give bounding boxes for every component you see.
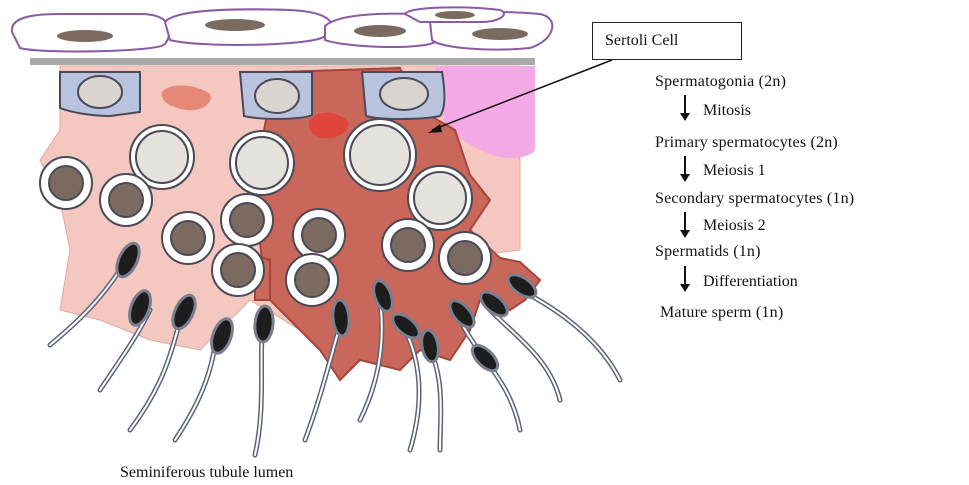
process-meiosis-1: Meiosis 1 <box>703 162 766 180</box>
stage-primary-spermatocytes: Primary spermatocytes (2n) <box>655 134 838 152</box>
stage-spermatogonia: Spermatogonia (2n) <box>655 73 786 91</box>
sertoli-cell-label: Sertoli Cell <box>592 22 742 60</box>
lumen-caption: Seminiferous tubule lumen <box>120 464 293 482</box>
arrow-down-icon <box>678 95 692 121</box>
basement-membrane <box>30 58 535 65</box>
process-differentiation: Differentiation <box>703 273 798 291</box>
stage-secondary-spermatocytes: Secondary spermatocytes (1n) <box>655 190 854 208</box>
spermatogonia <box>60 72 444 119</box>
stage-mature-sperm: Mature sperm (1n) <box>660 304 783 322</box>
process-meiosis-2: Meiosis 2 <box>703 217 766 235</box>
arrow-down-icon <box>678 212 692 238</box>
arrow-down-icon <box>678 266 692 292</box>
stage-spermatids: Spermatids (1n) <box>655 243 761 261</box>
arrow-down-icon <box>678 156 692 182</box>
process-mitosis: Mitosis <box>703 102 751 120</box>
